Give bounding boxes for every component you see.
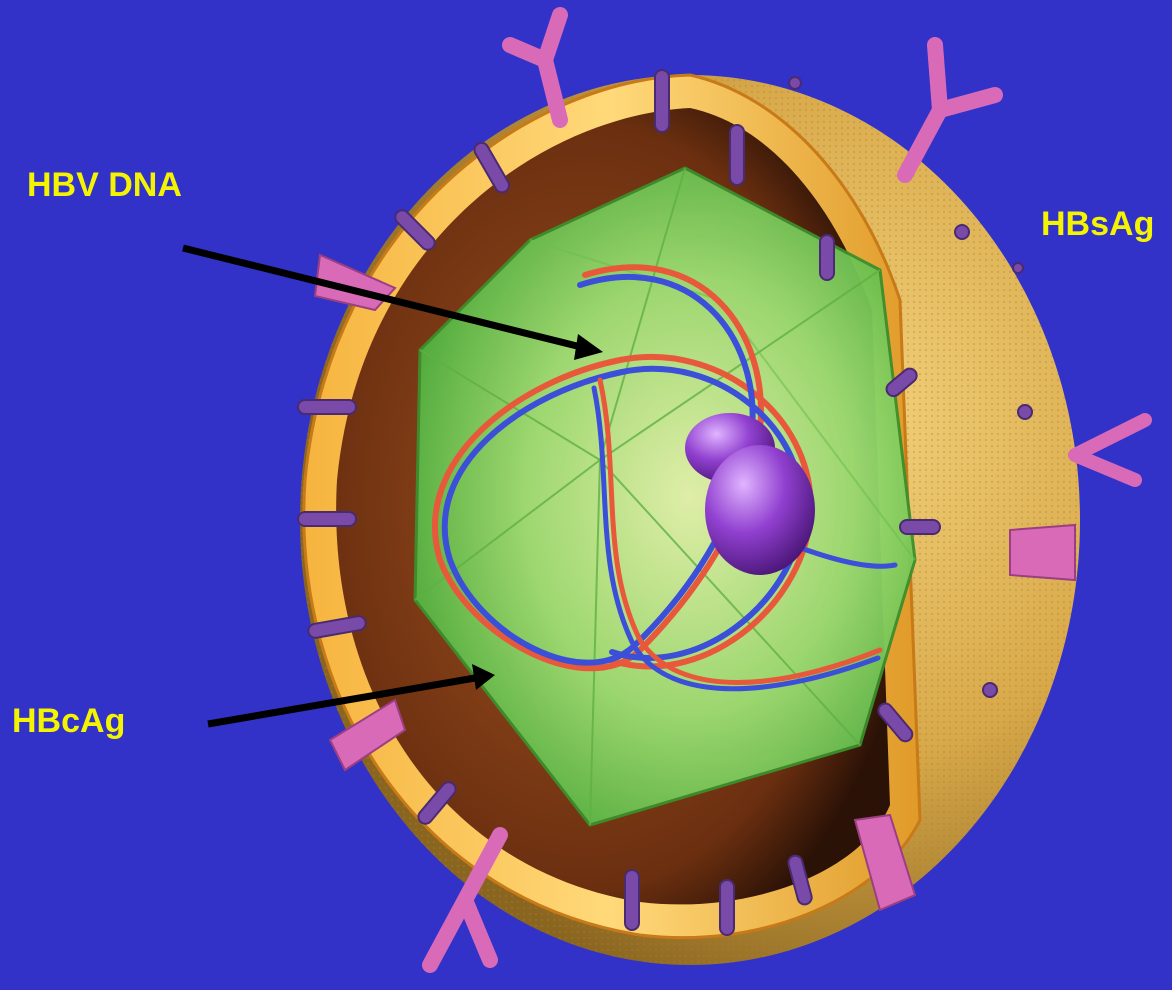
label-hbcag: HBcAg (12, 704, 125, 738)
label-hbv-dna: HBV DNA (27, 168, 182, 202)
label-hbsag: HBsAg (1041, 207, 1154, 241)
